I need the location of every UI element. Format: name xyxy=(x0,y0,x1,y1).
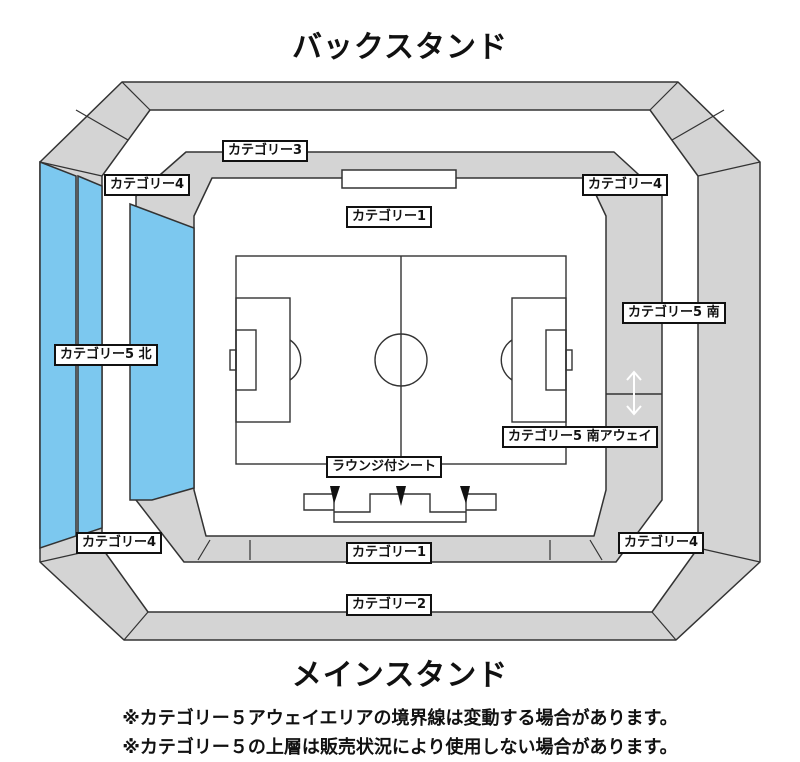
note-upper-tier: ※カテゴリー５の上層は販売状況により使用しない場合があります。 xyxy=(122,737,678,758)
label-main-cat1: カテゴリー1 xyxy=(346,542,433,564)
label-back-cat1: カテゴリー1 xyxy=(346,206,433,228)
label-back-cat4-right: カテゴリー4 xyxy=(582,174,669,196)
label-lounge-seat: ラウンジ付シート xyxy=(326,456,443,478)
back-cat1-block xyxy=(341,169,457,189)
label-cat5-south-away: カテゴリー5 南アウェイ xyxy=(502,426,658,448)
main-stand-title: メインスタンド xyxy=(291,658,509,693)
label-main-cat4-left: カテゴリー4 xyxy=(76,532,163,554)
double-arrow-vertical-icon xyxy=(626,370,642,416)
label-main-cat2: カテゴリー2 xyxy=(346,594,433,616)
triangle-pointer-icon xyxy=(330,486,470,506)
cat5-north-lower xyxy=(129,202,195,501)
label-main-cat4-right: カテゴリー4 xyxy=(618,532,705,554)
label-back-cat3: カテゴリー3 xyxy=(222,140,309,162)
back-stand-title: バックスタンド xyxy=(291,30,509,65)
label-cat5-north: カテゴリー5 北 xyxy=(54,344,158,366)
label-back-cat4-left: カテゴリー4 xyxy=(104,174,191,196)
label-cat5-south: カテゴリー5 南 xyxy=(622,302,726,324)
note-boundary: ※カテゴリー５アウェイエリアの境界線は変動する場合があります。 xyxy=(122,708,678,729)
